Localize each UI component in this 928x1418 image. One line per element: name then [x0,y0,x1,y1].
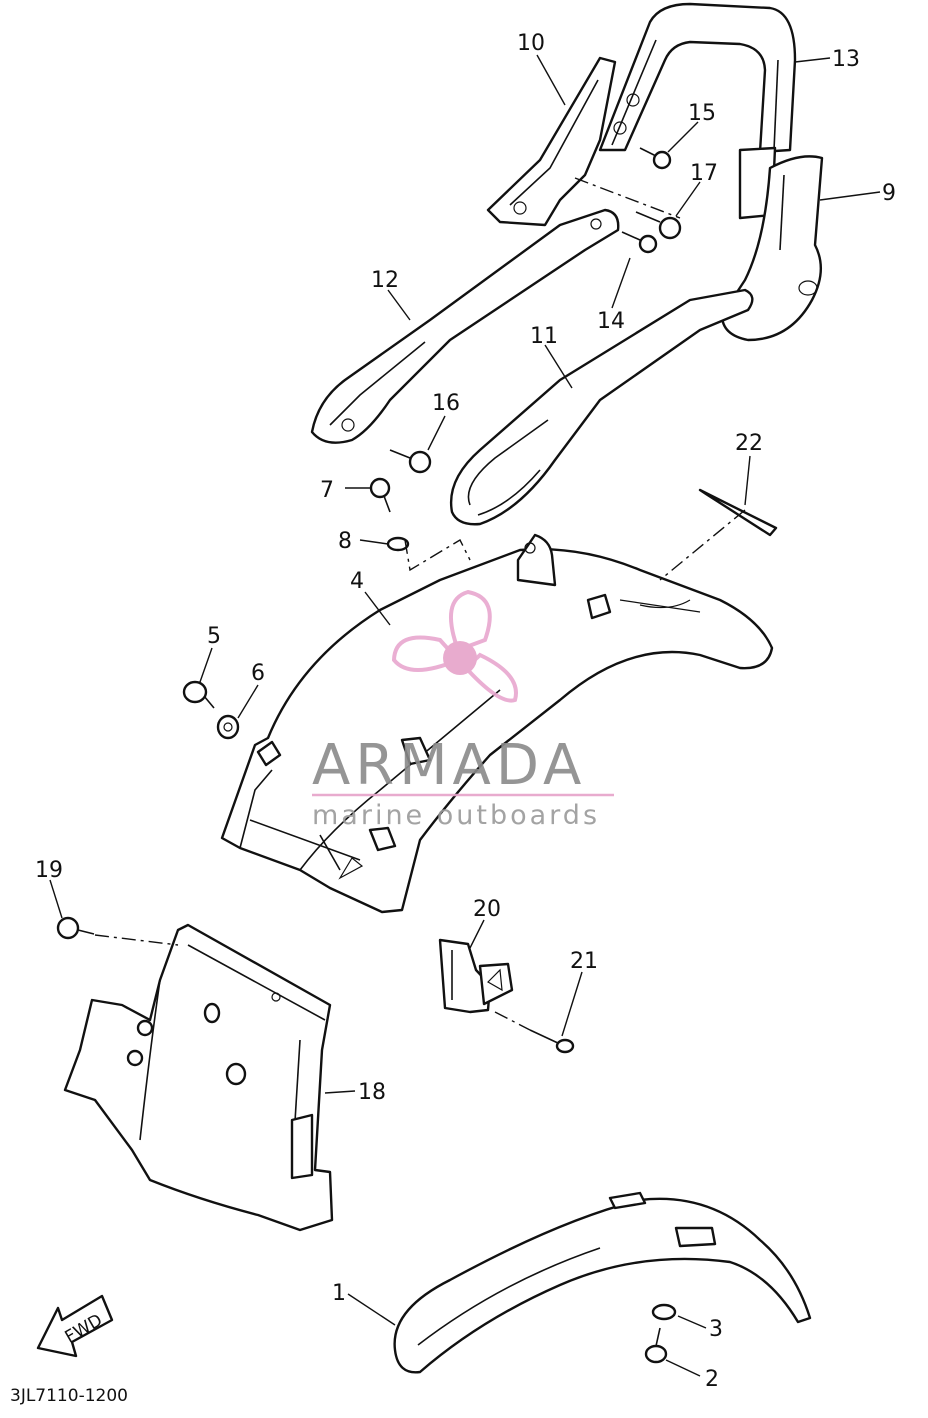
callout-17: 17 [690,161,718,186]
screw-21 [529,1029,575,1054]
callout-11: 11 [530,324,558,349]
callout-5: 5 [207,624,221,649]
watermark-title: ARMADA [312,733,586,798]
callout-1: 1 [332,1281,346,1306]
callout-9: 9 [882,181,896,206]
bolt-17 [635,211,682,240]
drawing-code: 3JL7110-1200 [10,1386,128,1406]
callout-10: 10 [517,31,545,56]
callout-19: 19 [35,858,63,883]
washer-6 [216,714,240,740]
watermark-subtitle: marine outboards [312,800,600,831]
fwd-arrow: FWD [36,1294,114,1358]
leader-lines [49,54,881,1377]
inner-fender-18 [63,923,334,1232]
callout-3: 3 [709,1317,723,1342]
callout-15: 15 [688,101,716,126]
callout-12: 12 [371,268,399,293]
callout-13: 13 [832,47,860,72]
callout-labels: 1 2 3 4 5 6 7 8 9 10 11 12 13 14 15 16 1… [35,31,896,1392]
callout-18: 18 [358,1080,386,1105]
callout-21: 21 [570,949,598,974]
grab-rail-11 [449,288,754,526]
decal-22 [698,488,778,537]
bolt-14 [621,231,658,254]
watermark: ARMADA marine outboards [312,589,614,831]
bolt-16 [389,449,432,474]
callout-2: 2 [705,1367,719,1392]
bolt-5 [182,680,215,709]
callout-22: 22 [735,431,763,456]
callout-16: 16 [432,391,460,416]
callout-4: 4 [350,569,364,594]
bolt-2 [644,1327,668,1364]
bolt-19 [56,916,95,940]
callout-14: 14 [597,309,625,334]
bolt-15 [639,147,672,170]
callout-8: 8 [338,529,352,554]
front-fender-1 [393,1191,812,1374]
callout-20: 20 [473,897,501,922]
light-unit-20 [438,938,514,1014]
bolt-7 [369,477,391,513]
callout-6: 6 [251,661,265,686]
propeller-logo-icon [391,589,518,703]
rear-fender-4 [220,533,774,914]
side-bracket-10 [486,56,640,227]
callout-7: 7 [320,478,334,503]
washer-3 [651,1303,677,1321]
grab-rail-12 [310,208,620,444]
